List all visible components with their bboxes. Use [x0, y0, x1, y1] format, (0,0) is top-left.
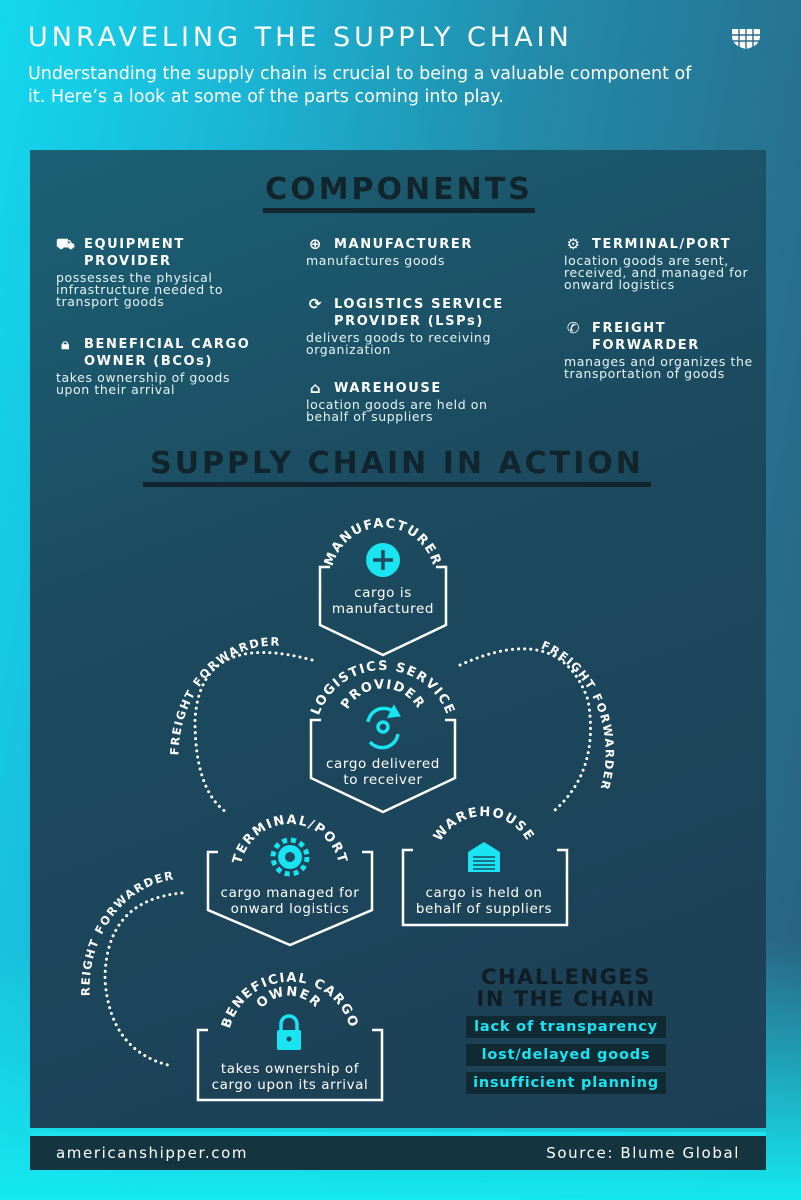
- svg-text:BENEFICIAL CARGO: BENEFICIAL CARGO: [219, 970, 361, 1030]
- page-title: UNRAVELING THE SUPPLY CHAIN: [28, 22, 573, 53]
- page-subtitle: Understanding the supply chain is crucia…: [28, 64, 692, 107]
- warehouse-label: WAREHOUSE: [431, 805, 536, 844]
- lsp-desc: cargo delivered: [326, 756, 440, 772]
- source-credit: Source: Blume Global: [546, 1144, 740, 1162]
- bco-desc: cargo upon its arrival: [212, 1077, 369, 1093]
- location-cycle-icon: ⟳: [308, 295, 324, 313]
- component-name: MANUFACTURER: [334, 237, 473, 252]
- site-link[interactable]: americanshipper.com: [56, 1144, 249, 1162]
- components-heading: COMPONENTS: [263, 172, 535, 213]
- component-manufacturer: ⊕ MANUFACTURER manufactures goods: [306, 236, 536, 267]
- manufacturer-desc: manufactured: [332, 601, 434, 617]
- component-warehouse: ⌂ WAREHOUSE location goods are held on be…: [306, 380, 506, 423]
- challenge-item: insufficient planning: [466, 1072, 666, 1094]
- lsp-frame: [309, 718, 457, 814]
- component-lsp: ⟳ LOGISTICS SERVICE PROVIDER (LSPs) deliv…: [306, 296, 526, 356]
- component-desc: possesses the physical infrastructure ne…: [56, 270, 224, 309]
- lock-icon: [277, 1014, 301, 1050]
- svg-text:FREIGHT FORWARDER: FREIGHT FORWARDER: [539, 638, 616, 793]
- phone-icon: ✆: [566, 319, 582, 337]
- component-name: BENEFICIAL CARGO OWNER (BCOs): [84, 337, 251, 369]
- challenges-box: CHALLENGES IN THE CHAIN lack of transpar…: [466, 966, 666, 1094]
- component-name: TERMINAL/PORT: [592, 237, 732, 252]
- gear-icon: [270, 837, 310, 877]
- svg-text:WAREHOUSE: WAREHOUSE: [431, 805, 537, 844]
- lsp-desc: to receiver: [343, 772, 422, 788]
- component-name: LOGISTICS SERVICE PROVIDER (LSPs): [334, 297, 504, 329]
- component-bco: 🔒︎ BENEFICIAL CARGO OWNER (BCOs) takes ow…: [56, 336, 256, 396]
- component-terminal-port: ⚙ TERMINAL/PORT location goods are sent, …: [564, 236, 764, 291]
- terminal-desc: onward logistics: [231, 901, 350, 917]
- terminal-desc: cargo managed for: [221, 885, 360, 901]
- lock-icon: 🔒︎: [61, 335, 71, 353]
- warehouse-icon: ⌂: [309, 379, 323, 397]
- challenges-heading: CHALLENGES IN THE CHAIN: [476, 965, 656, 1011]
- component-desc: manages and organizes the transportation…: [564, 354, 753, 381]
- plus-circle-icon: [366, 543, 400, 577]
- component-desc: location goods are sent, received, and m…: [564, 253, 749, 292]
- infographic-panel: COMPONENTS ⛟ EQUIPMENT PROVIDER possesses…: [30, 150, 766, 1128]
- warehouse-desc: behalf of suppliers: [416, 901, 552, 917]
- plus-circle-icon: ⊕: [308, 235, 324, 253]
- component-desc: takes ownership of goods upon their arri…: [56, 370, 231, 397]
- bco-desc: takes ownership of: [221, 1061, 360, 1077]
- warehouse-icon: [468, 842, 500, 872]
- manufacturer-desc: cargo is: [354, 585, 412, 601]
- forklift-icon: ⛟: [56, 235, 77, 253]
- footer: americanshipper.com Source: Blume Global: [30, 1132, 766, 1170]
- component-desc: manufactures goods: [306, 253, 445, 268]
- component-desc: delivers goods to receiving organization: [306, 330, 491, 357]
- location-cycle-icon: [366, 704, 401, 750]
- terminal-frame: [206, 850, 374, 947]
- gear-icon: ⚙: [566, 235, 582, 253]
- component-name: FREIGHT FORWARDER: [592, 321, 700, 353]
- action-heading: SUPPLY CHAIN IN ACTION: [143, 446, 651, 487]
- bco-frame: [196, 1028, 384, 1102]
- component-freight-forwarder: ✆ FREIGHT FORWARDER manages and organizes…: [564, 320, 764, 380]
- bco-label: BENEFICIAL CARGO: [219, 970, 359, 1030]
- svg-text:FREIGHT FORWARDER: FREIGHT FORWARDER: [30, 150, 176, 996]
- manufacturer-frame: [318, 565, 448, 657]
- supply-chain-diagram: MANUFACTURER LOGISTICS SERVICE PROVIDER …: [30, 150, 616, 1102]
- component-desc: location goods are held on behalf of sup…: [306, 397, 488, 424]
- connector-dotted-arc: [193, 651, 314, 814]
- connector-dotted-arc: [103, 891, 184, 1067]
- component-equipment-provider: ⛟ EQUIPMENT PROVIDER possesses the physic…: [56, 236, 256, 308]
- warehouse-frame: [401, 848, 569, 927]
- freight-forwarder-label: FREIGHT FORWARDER: [30, 150, 174, 996]
- warehouse-desc: cargo is held on: [425, 885, 542, 901]
- component-name: EQUIPMENT PROVIDER: [84, 237, 185, 269]
- freight-forwarder-label: FREIGHT FORWARDER: [539, 638, 615, 793]
- component-name: WAREHOUSE: [334, 381, 442, 396]
- shield-grid-icon: [732, 29, 760, 49]
- connector-dotted-arc: [458, 647, 592, 812]
- challenge-item: lost/delayed goods: [466, 1044, 666, 1066]
- challenge-item: lack of transparency: [466, 1016, 666, 1038]
